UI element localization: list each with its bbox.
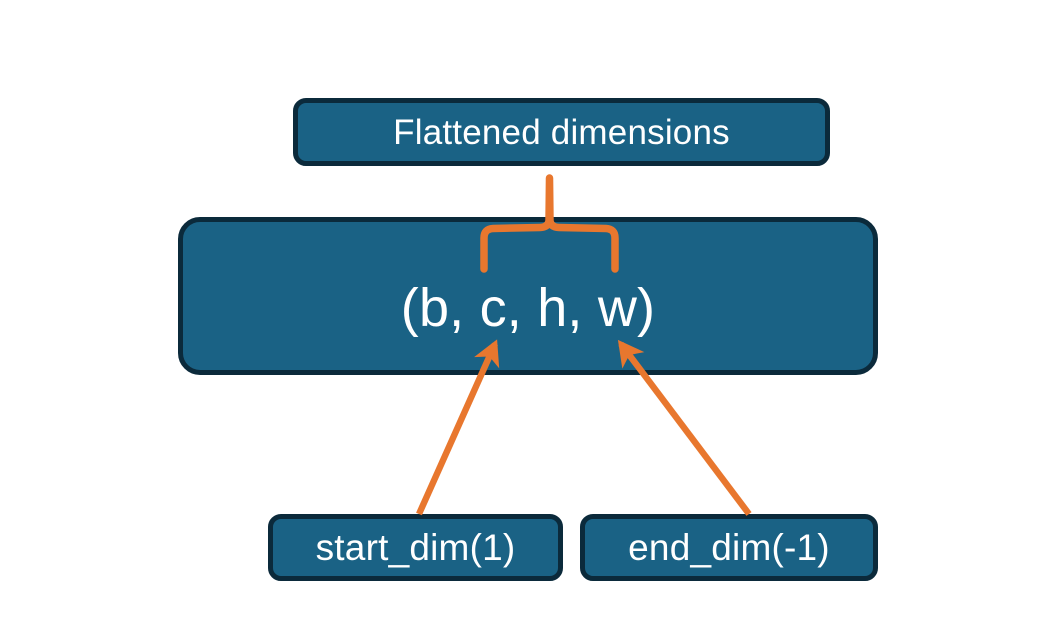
brace-path <box>480 174 619 273</box>
node-tensor-shape[interactable]: (b, c, h, w) <box>178 217 878 375</box>
node-tensor-shape-label: (b, c, h, w) <box>400 278 656 338</box>
brace-over-chw <box>480 174 619 273</box>
node-flattened-dimensions-label: Flattened dimensions <box>393 112 730 152</box>
node-start-dim[interactable]: start_dim(1) <box>268 514 563 581</box>
node-start-dim-label: start_dim(1) <box>315 527 516 568</box>
start-dim-arrow-line <box>416 339 500 516</box>
end-dim-arrow-line <box>617 339 752 516</box>
node-end-dim[interactable]: end_dim(-1) <box>580 514 878 581</box>
node-end-dim-label: end_dim(-1) <box>628 527 830 568</box>
start-dim-arrow <box>416 339 500 516</box>
end-dim-arrow <box>617 339 752 516</box>
node-flattened-dimensions[interactable]: Flattened dimensions <box>293 98 830 166</box>
